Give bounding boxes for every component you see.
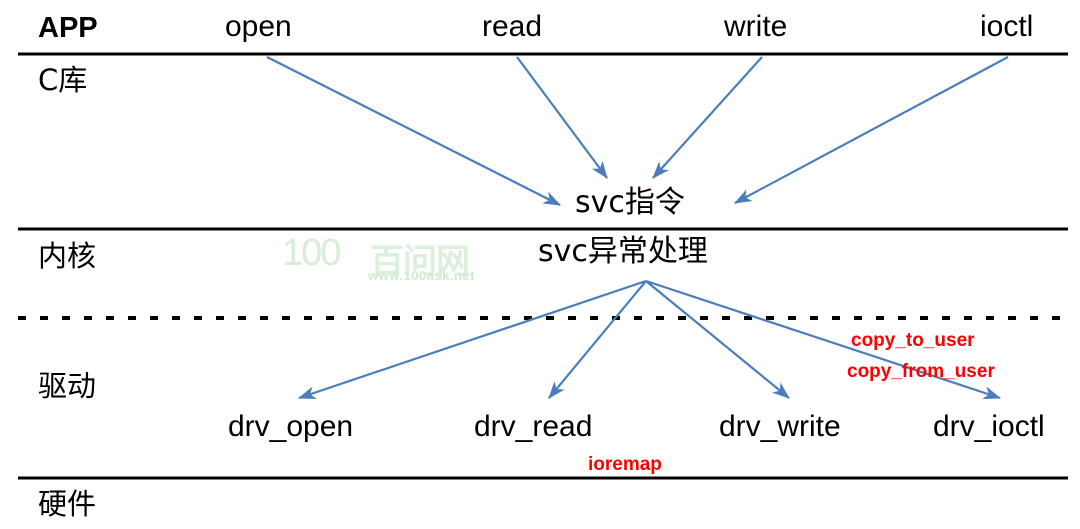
api-label-ioctl: ioctl: [980, 10, 1034, 43]
layer-label-kernel: 内核: [38, 239, 97, 273]
layer-label-app: APP: [38, 12, 98, 44]
driver-fn-drv-read: drv_read: [474, 410, 593, 443]
arrow-write-to-svc: [652, 56, 763, 179]
api-label-write: write: [724, 10, 788, 43]
driver-fn-drv-open: drv_open: [228, 410, 354, 443]
layer-label-clib: C库: [38, 63, 88, 97]
annotation-copy-from-user: copy_from_user: [847, 361, 995, 382]
node-svc-handler: svc异常处理: [538, 234, 708, 269]
arrow-ioctl-to-svc: [734, 56, 1009, 204]
watermark-100ask: 100 百问网 www.100ask.net: [282, 232, 572, 294]
arrow-svc-to-drv-open: [297, 279, 647, 400]
arrow-read-to-svc: [516, 56, 608, 179]
node-svc-instruction: svc指令: [575, 185, 685, 220]
layer-label-driver: 驱动: [38, 369, 97, 403]
api-label-open: open: [225, 10, 292, 43]
driver-fn-drv-ioctl: drv_ioctl: [933, 410, 1045, 443]
watermark-url: www.100ask.net: [368, 268, 475, 283]
annotation-copy-to-user: copy_to_user: [851, 330, 975, 351]
layer-label-hardware: 硬件: [38, 487, 97, 521]
arrow-svc-to-drv-write: [645, 280, 790, 399]
watermark-number: 100: [282, 232, 341, 274]
arrow-open-to-svc: [266, 56, 561, 206]
api-label-read: read: [482, 10, 543, 43]
watermark-brand: 百问网: [370, 242, 470, 282]
arrow-svc-to-drv-read: [548, 280, 647, 399]
annotation-ioremap: ioremap: [588, 454, 662, 475]
driver-fn-drv-write: drv_write: [719, 410, 841, 443]
